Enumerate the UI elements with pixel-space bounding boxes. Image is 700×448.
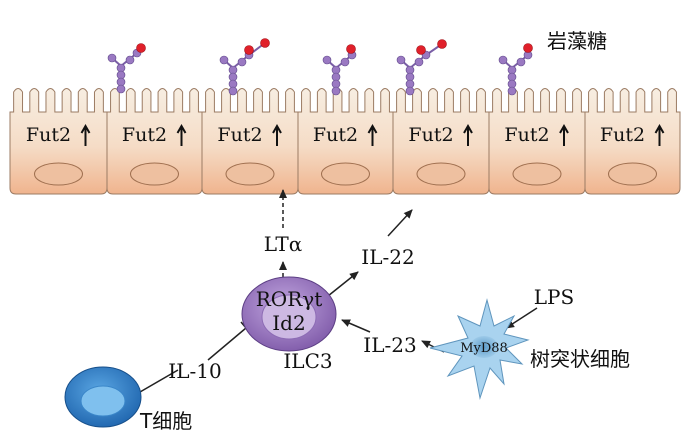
rorgt-label: RORγt xyxy=(256,287,323,311)
up-arrow-icon xyxy=(463,123,473,146)
up-arrow-icon xyxy=(272,123,282,146)
fut2-label: Fut2 xyxy=(26,124,71,146)
epithelial-cell: Fut2 xyxy=(584,88,681,195)
nucleus xyxy=(608,162,657,186)
arrow-lps-to-dc xyxy=(505,307,538,329)
lps-label: LPS xyxy=(534,285,574,309)
epithelial-cell: Fut2 xyxy=(488,88,586,195)
lta-label: LTα xyxy=(264,232,303,256)
up-arrow-icon xyxy=(654,123,665,146)
arrow-il22-to-epithelium xyxy=(387,209,413,237)
nucleus xyxy=(225,162,275,186)
epithelial-cell: Fut2 xyxy=(392,88,490,195)
dendritic-cell xyxy=(429,298,530,400)
fucose-glycan xyxy=(322,44,357,96)
epithelial-layer: Fut2 Fut2 Fut2 Fut2 Fut2 Fut2 Fut2 xyxy=(9,88,681,195)
nucleus xyxy=(416,162,466,186)
fucose-glycans xyxy=(107,38,533,96)
fucose-label: 岩藻糖 xyxy=(547,29,607,53)
fucose-residue xyxy=(523,43,533,53)
fut2-label: Fut2 xyxy=(408,124,453,146)
t-cell-label: T细胞 xyxy=(139,409,192,433)
fucose-glycan xyxy=(107,43,146,94)
fucose-residue xyxy=(260,38,270,48)
fucose-residue xyxy=(416,45,426,55)
il23-label: IL-23 xyxy=(363,333,416,357)
t-cell xyxy=(64,366,142,428)
epithelial-cell: Fut2 xyxy=(9,88,108,195)
up-arrow-icon xyxy=(176,123,187,146)
arrow-il23-to-ilc3 xyxy=(341,319,371,333)
id2-label: Id2 xyxy=(272,311,305,335)
fut2-label: Fut2 xyxy=(504,124,549,146)
fucose-residue xyxy=(346,44,356,54)
arrow-tcell-to-il10 xyxy=(139,369,179,393)
epithelial-cell: Fut2 xyxy=(106,88,203,195)
ilc3-cell xyxy=(241,276,337,352)
epithelial-cell: Fut2 xyxy=(297,88,394,195)
epithelial-cell: Fut2 xyxy=(201,88,299,195)
ilc3-label: ILC3 xyxy=(283,349,332,373)
up-arrow-icon xyxy=(367,123,378,146)
fucose-residue xyxy=(244,45,254,55)
fucose-residue xyxy=(437,39,447,49)
fucose-glycan xyxy=(498,43,533,96)
il10-label: IL-10 xyxy=(168,359,221,383)
nucleus xyxy=(34,162,83,186)
nucleus xyxy=(321,162,370,186)
fut2-label: Fut2 xyxy=(122,124,167,146)
up-arrow-icon xyxy=(559,123,569,146)
fut2-label: Fut2 xyxy=(313,124,358,146)
myd88-label: MyD88 xyxy=(460,341,508,356)
fut2-label: Fut2 xyxy=(600,124,645,146)
fucose-residue xyxy=(136,43,146,53)
fucose-glycan xyxy=(219,38,270,96)
nucleus xyxy=(130,162,179,186)
dendritic-cell-label: 树突状细胞 xyxy=(530,347,630,371)
fucose-glycan xyxy=(396,39,447,96)
inhibit-il10-to-ilc3 xyxy=(207,327,247,361)
nucleus xyxy=(512,162,562,186)
fut2-label: Fut2 xyxy=(217,124,262,146)
up-arrow-icon xyxy=(80,123,91,146)
il22-label: IL-22 xyxy=(361,245,414,269)
arrow-ilc3-to-il22 xyxy=(327,271,359,297)
